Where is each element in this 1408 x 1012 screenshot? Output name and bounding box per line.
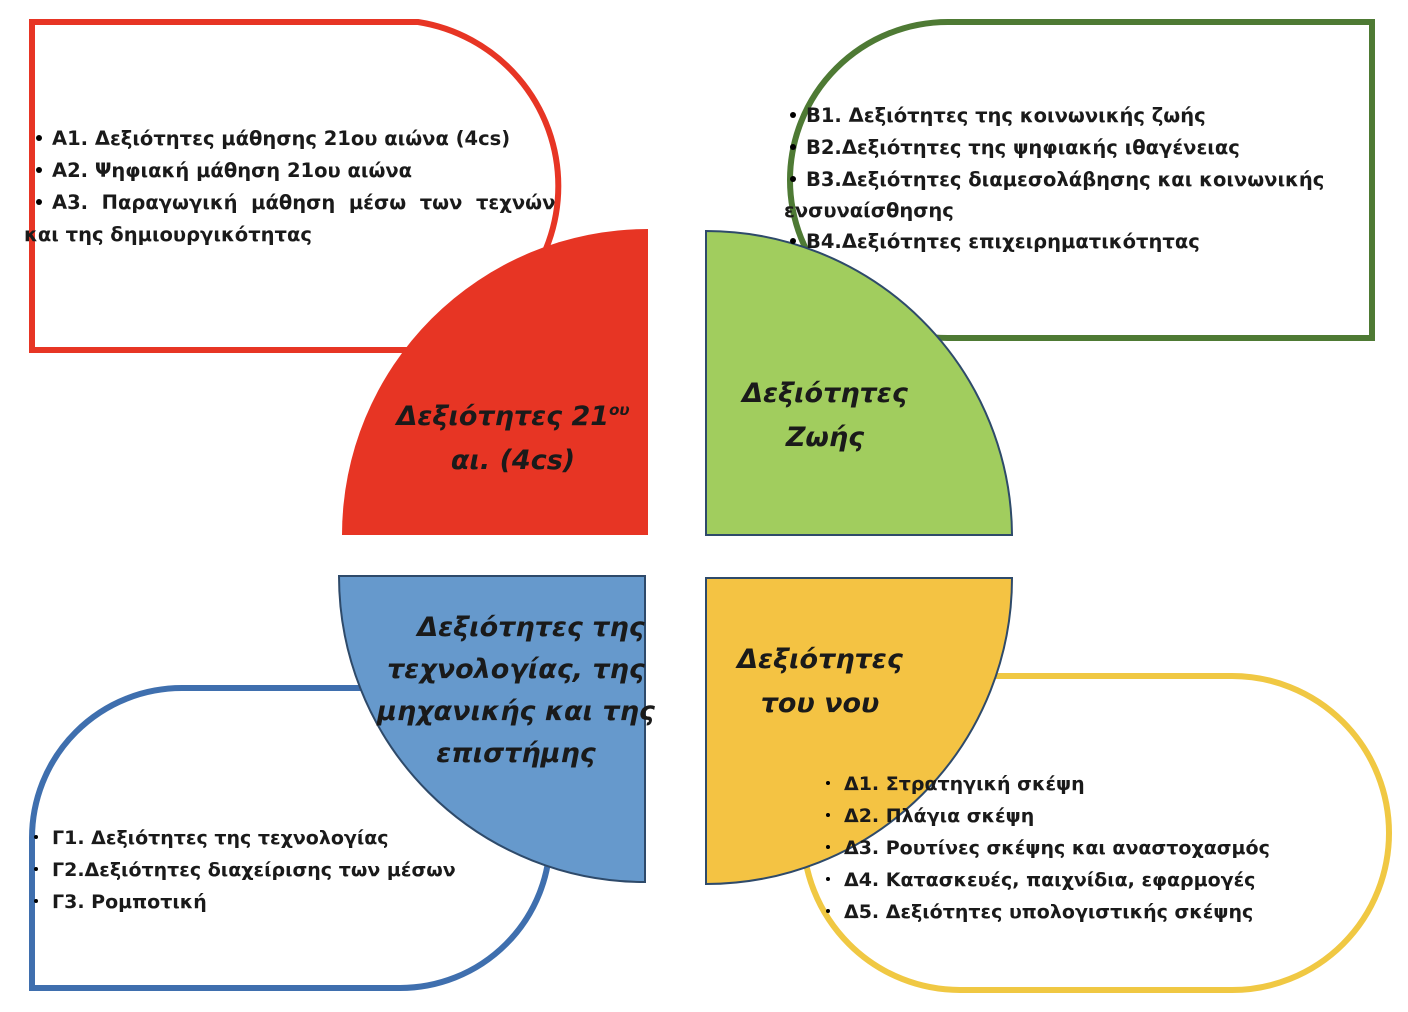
title-life-skills: Δεξιότητες Ζωής [742, 378, 908, 453]
list-technology: Γ1. Δεξιότητες της τεχνολογίας Γ2.Δεξιότ… [34, 822, 456, 918]
bullet-icon [36, 198, 42, 205]
list-21st-century: Α1. Δεξιότητες μάθησης 21ου αιώνα (4cs) … [24, 123, 555, 251]
bullet-icon [790, 143, 796, 150]
list-life-skills: Β1. Δεξιότητες της κοινωνικής ζωής Β2.Δε… [784, 100, 1324, 258]
bullet-icon [790, 237, 796, 244]
bullet-icon [790, 175, 796, 182]
list-item: Δ5. Δεξιότητες υπολογιστικής σκέψης [826, 896, 1270, 928]
bullet-icon [790, 111, 796, 118]
bullet-icon [36, 134, 42, 141]
list-item: Γ3. Ρομποτική [34, 886, 456, 918]
bullet-icon [34, 834, 38, 839]
title-mind: Δεξιότητες του νου [737, 644, 903, 719]
bullet-icon [36, 166, 42, 173]
bullet-icon [826, 844, 830, 849]
list-item: Δ1. Στρατηγική σκέψη [826, 768, 1270, 800]
list-item: Β3.Δεξιότητες διαμεσολάβησης και κοινωνι… [790, 164, 1324, 196]
title-21st-century: Δεξιότητες 21ου αι. (4cs) [396, 401, 630, 476]
list-item: Γ2.Δεξιότητες διαχείρισης των μέσων [34, 854, 456, 886]
bullet-icon [826, 908, 830, 913]
list-item: Β4.Δεξιότητες επιχειρηματικότητας [790, 226, 1324, 258]
list-item: Δ2. Πλάγια σκέψη [826, 800, 1270, 832]
list-item-continuation: και της δημιουργικότητας [24, 223, 312, 246]
list-item: Β2.Δεξιότητες της ψηφιακής ιθαγένειας [790, 132, 1324, 164]
quadrant-mind [705, 577, 1014, 886]
bullet-icon [826, 876, 830, 881]
list-item: Δ4. Κατασκευές, παιχνίδια, εφαρμογές [826, 864, 1270, 896]
quadrant-technology [337, 575, 646, 884]
list-item: Α2. Ψηφιακή μάθηση 21ου αιώνα [36, 155, 555, 187]
title-technology: Δεξιότητες της τεχνολογίας, της μηχανική… [377, 612, 655, 769]
list-item: Γ1. Δεξιότητες της τεχνολογίας [34, 822, 456, 854]
bullet-icon [826, 780, 830, 785]
list-item: Α3. Παραγωγική μάθηση μέσω των τεχνών [36, 187, 555, 219]
quadrant-life-skills [705, 229, 1014, 536]
list-item: Δ3. Ρουτίνες σκέψης και αναστοχασμός [826, 832, 1270, 864]
list-item-continuation: ενσυναίσθησης [784, 199, 954, 222]
bullet-icon [826, 812, 830, 817]
list-item: Α1. Δεξιότητες μάθησης 21ου αιώνα (4cs) [36, 123, 555, 155]
bullet-icon [34, 898, 38, 903]
bullet-icon [34, 866, 38, 871]
list-mind: Δ1. Στρατηγική σκέψη Δ2. Πλάγια σκέψη Δ3… [826, 768, 1270, 928]
quadrant-21st-century [342, 229, 648, 535]
list-item: Β1. Δεξιότητες της κοινωνικής ζωής [790, 100, 1324, 132]
